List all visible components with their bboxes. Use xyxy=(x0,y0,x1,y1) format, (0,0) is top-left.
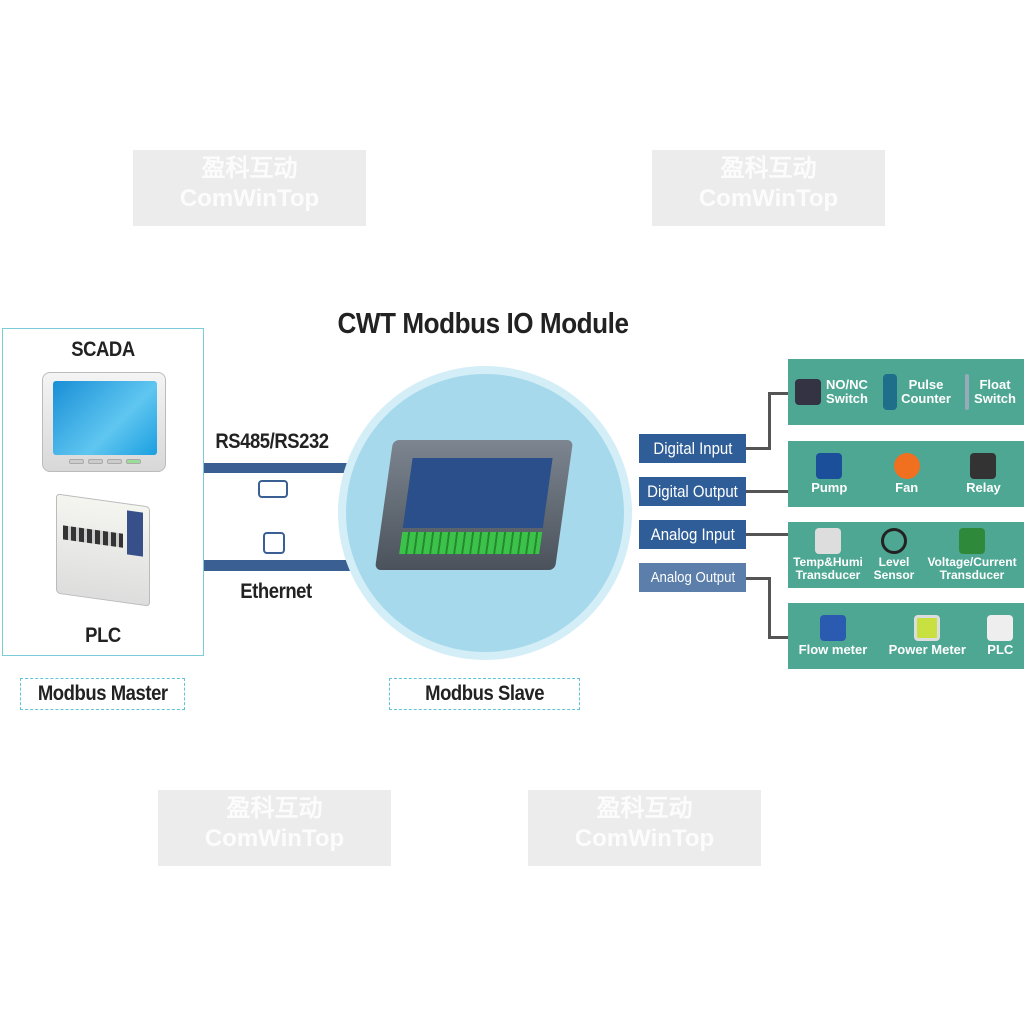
serial-link-line xyxy=(204,463,352,473)
device-pulse-counter: Pulse Counter xyxy=(883,374,951,410)
level-sensor-icon xyxy=(881,528,907,554)
connector-analog-output xyxy=(768,636,790,639)
modbus-master-group xyxy=(2,328,204,656)
flow-meter-icon xyxy=(819,615,846,641)
device-relay: Relay xyxy=(966,453,1001,495)
vc-transducer-icon xyxy=(959,528,985,554)
modbus-master-label: Modbus Master xyxy=(20,678,185,710)
contactor-icon xyxy=(795,379,821,405)
analog-output-label: Analog Output xyxy=(639,563,746,592)
analog-input-devices: Temp&Humi Transducer Level Sensor Voltag… xyxy=(788,522,1024,588)
ethernet-port-icon xyxy=(263,532,285,554)
device-power-meter: Power Meter xyxy=(889,615,966,657)
ethernet-label: Ethernet xyxy=(240,580,312,603)
serial-link-label: RS485/RS232 xyxy=(215,430,329,453)
analog-input-label: Analog Input xyxy=(639,520,746,549)
ethernet-link-line xyxy=(204,560,358,571)
digital-output-devices: Pump Fan Relay xyxy=(788,441,1024,507)
connector-digital-output xyxy=(745,490,790,493)
digital-input-devices: NO/NC Switch Pulse Counter Float Switch xyxy=(788,359,1024,425)
scada-monitor-icon xyxy=(42,372,166,472)
power-meter-icon xyxy=(914,615,941,641)
transducer-icon xyxy=(815,528,841,554)
device-level-sensor: Level Sensor xyxy=(872,528,916,582)
fan-icon xyxy=(893,453,920,479)
digital-input-label: Digital Input xyxy=(639,434,746,463)
pump-icon xyxy=(816,453,843,479)
pulse-counter-icon xyxy=(883,374,897,410)
device-voltage-current-transducer: Voltage/Current Transducer xyxy=(924,528,1020,582)
device-plc: PLC xyxy=(987,615,1014,657)
io-module-icon xyxy=(374,440,574,570)
device-flow-meter: Flow meter xyxy=(799,615,867,657)
plc-icon xyxy=(56,493,150,607)
device-temp-humi-transducer: Temp&Humi Transducer xyxy=(792,528,864,582)
device-nonc-switch: NO/NC Switch xyxy=(795,378,869,406)
analog-output-devices: Flow meter Power Meter PLC xyxy=(788,603,1024,669)
modbus-slave-label: Modbus Slave xyxy=(389,678,580,710)
plc-label: PLC xyxy=(85,624,121,647)
relay-icon xyxy=(970,453,997,479)
digital-output-label: Digital Output xyxy=(639,477,746,506)
connector-analog-input xyxy=(745,533,790,536)
scada-label: SCADA xyxy=(71,338,135,361)
db9-port-icon xyxy=(258,480,288,498)
device-pump: Pump xyxy=(811,453,847,495)
diagram-title: CWT Modbus IO Module xyxy=(337,308,629,340)
device-float-switch: Float Switch xyxy=(965,374,1017,410)
float-switch-icon xyxy=(965,374,969,410)
plc-small-icon xyxy=(987,615,1014,641)
device-fan: Fan xyxy=(893,453,920,495)
